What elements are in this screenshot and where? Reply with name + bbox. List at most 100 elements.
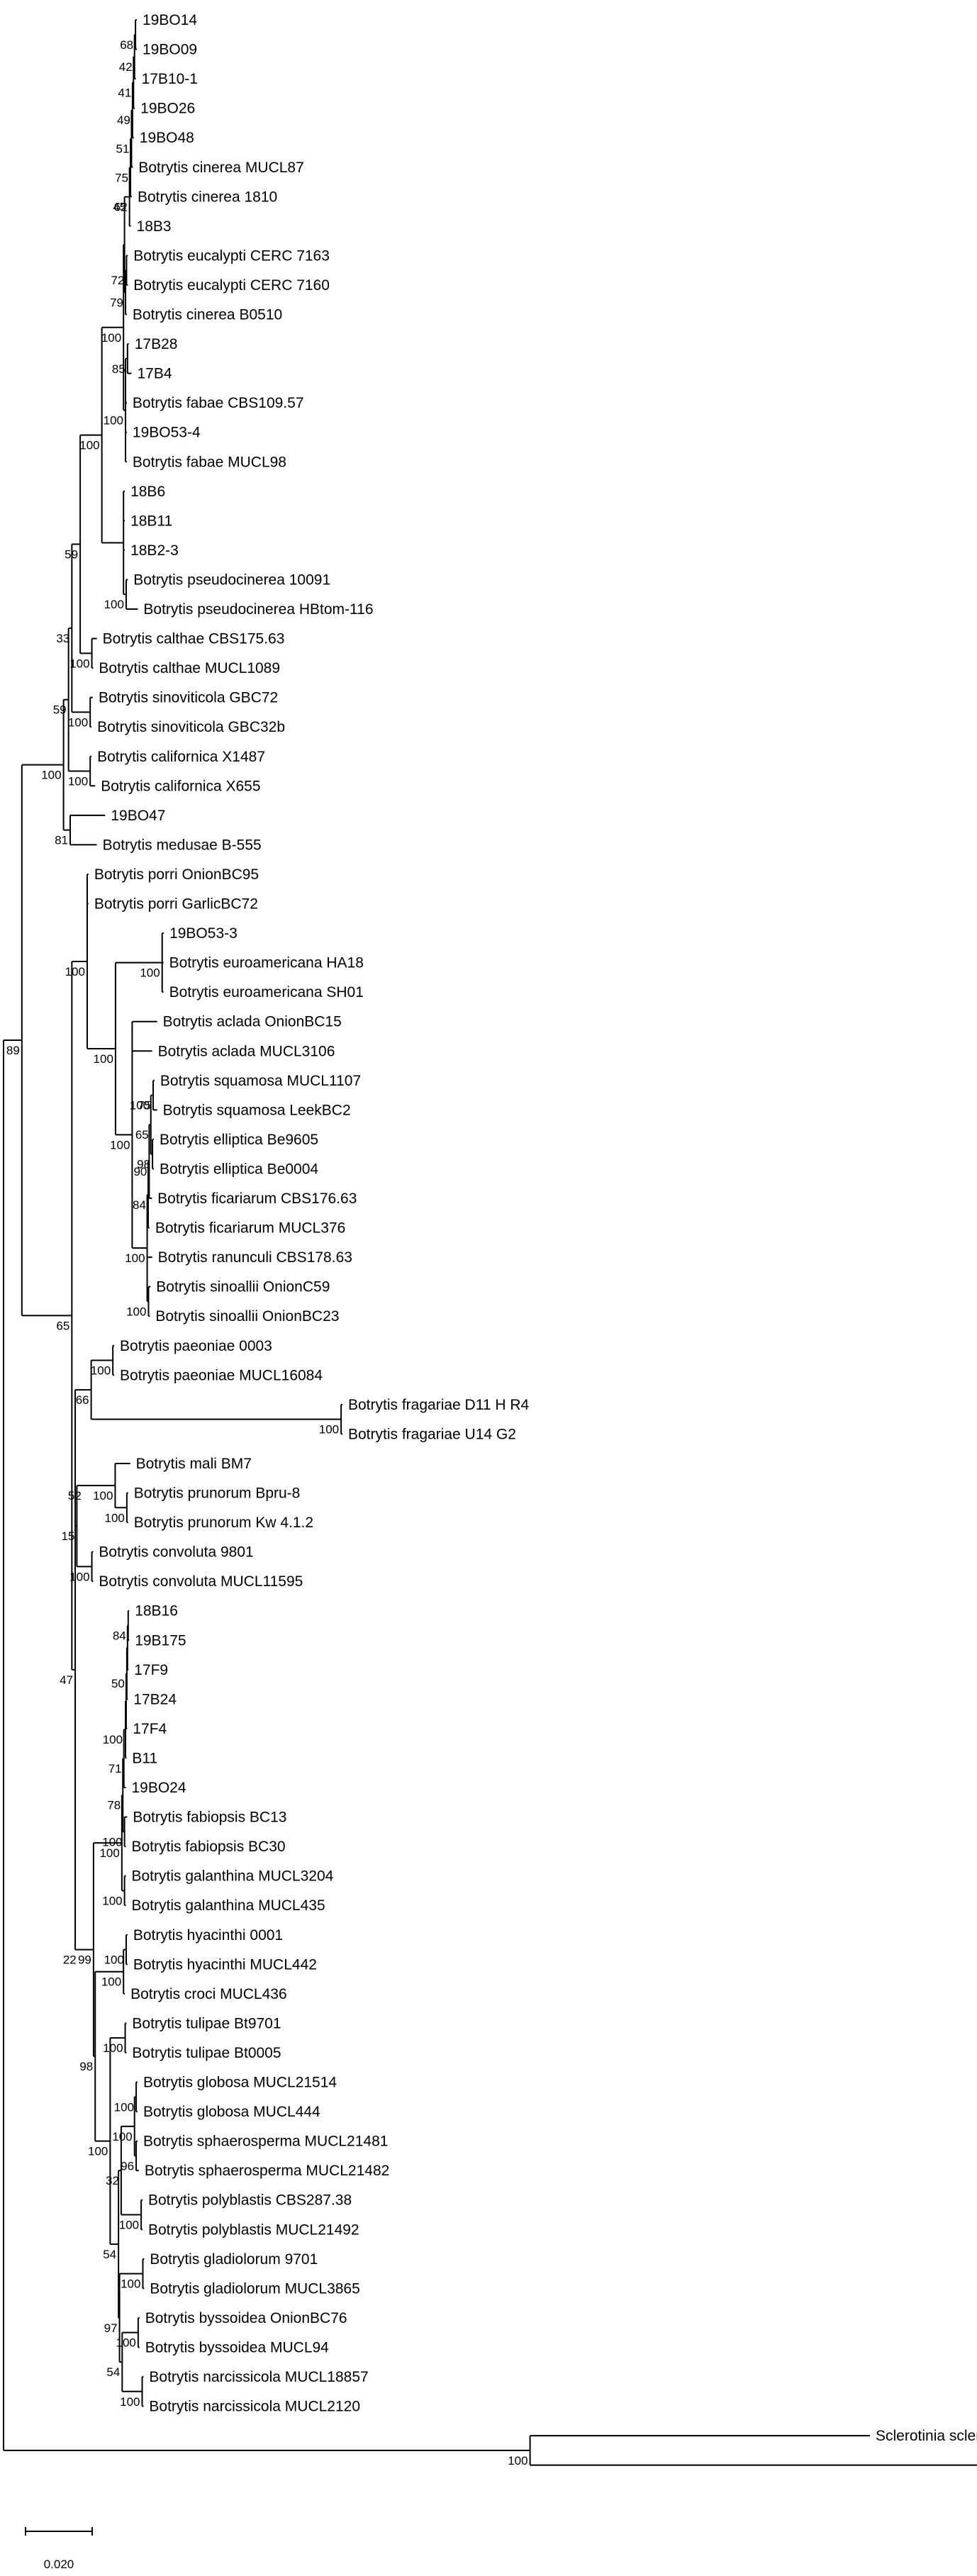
bootstrap-value: 100 — [91, 1364, 111, 1378]
bootstrap-value: 100 — [130, 1099, 150, 1113]
taxon-label: 19BO09 — [143, 42, 197, 58]
taxon-label: Botrytis aclada MUCL3106 — [158, 1043, 335, 1059]
taxon-label: Botrytis polyblastis MUCL21492 — [148, 2221, 359, 2238]
taxon-label: 17B10-1 — [142, 71, 198, 87]
taxon-label: Botrytis elliptica Be9605 — [160, 1132, 318, 1148]
bootstrap-value: 96 — [121, 2159, 134, 2173]
bootstrap-value: 75 — [138, 1099, 151, 1113]
taxon-label: Botrytis californica X1487 — [97, 749, 265, 765]
taxon-label: Botrytis eucalypti CERC 7163 — [133, 247, 330, 264]
taxon-label: 19BO26 — [140, 101, 195, 117]
taxon-label: 19BO53-3 — [169, 925, 238, 942]
bootstrap-value: 100 — [68, 775, 88, 788]
bootstrap-value: 100 — [101, 331, 121, 345]
bootstrap-value: 100 — [112, 2130, 132, 2143]
bootstrap-value: 100 — [68, 715, 88, 729]
taxon-label: Botrytis calthae CBS175.63 — [103, 631, 285, 647]
taxon-label: Botrytis polyblastis CBS287.38 — [148, 2192, 352, 2209]
bootstrap-value: 41 — [118, 86, 131, 99]
taxon-label: Botrytis paeoniae 0003 — [120, 1338, 272, 1354]
taxon-label: Botrytis gladiolorum 9701 — [150, 2251, 318, 2268]
taxon-label: Botrytis sinoviticola GBC72 — [99, 690, 278, 706]
taxon-label: Botrytis galanthina MUCL435 — [131, 1897, 325, 1914]
taxon-label: 17F4 — [133, 1721, 167, 1737]
taxon-label: Botrytis ficariarum MUCL376 — [155, 1220, 345, 1237]
taxon-label: 19BO24 — [131, 1780, 186, 1796]
taxon-label: 19BO53-4 — [133, 425, 201, 441]
bootstrap-value: 15 — [61, 1529, 74, 1543]
bootstrap-value: 100 — [101, 1975, 121, 1989]
bootstrap-value: 84 — [113, 1629, 126, 1642]
bootstrap-value: 50 — [111, 1677, 125, 1690]
taxon-label: Botrytis aclada OnionBC15 — [163, 1014, 342, 1030]
bootstrap-value: 100 — [69, 1570, 89, 1583]
bootstrap-value: 100 — [126, 1305, 146, 1318]
bootstrap-value: 100 — [88, 2145, 108, 2158]
bootstrap-value: 100 — [125, 1251, 145, 1265]
bootstrap-value: 100 — [116, 2336, 136, 2350]
taxon-label: B11 — [132, 1750, 157, 1766]
bootstrap-value: 100 — [65, 965, 85, 978]
taxon-label: Botrytis galanthina MUCL3204 — [131, 1868, 333, 1885]
taxon-label: 17B28 — [135, 336, 178, 352]
taxon-label: 19BO47 — [111, 808, 165, 824]
bootstrap-value: 100 — [119, 2218, 139, 2231]
bootstrap-value: 100 — [102, 1894, 122, 1907]
bootstrap-value: 100 — [41, 769, 61, 782]
bootstrap-value: 100 — [104, 414, 123, 428]
taxon-label: Botrytis euroamericana SH01 — [169, 984, 364, 1000]
taxon-label: Botrytis prunorum Bpru-8 — [134, 1485, 301, 1502]
taxon-label: Botrytis globosa MUCL21514 — [143, 2075, 337, 2091]
taxon-label: Botrytis fabae CBS109.57 — [133, 395, 304, 411]
bootstrap-value: 49 — [117, 113, 130, 127]
bootstrap-value: 100 — [319, 1423, 339, 1437]
bootstrap-value: 42 — [119, 60, 133, 74]
taxon-label: Botrytis cinerea MUCL87 — [138, 160, 303, 176]
taxon-label: 17B24 — [133, 1691, 177, 1707]
taxon-label: Botrytis globosa MUCL444 — [143, 2104, 320, 2120]
scale-bar: 0.020 — [25, 2527, 93, 2571]
taxon-label: Botrytis fabae MUCL98 — [133, 454, 286, 470]
bootstrap-value: 100 — [140, 966, 160, 980]
taxon-label: 19BO48 — [140, 130, 194, 146]
taxon-label: Botrytis gladiolorum MUCL3865 — [150, 2280, 359, 2297]
taxon-label: Sclerotinia sclerotiorum — [876, 2428, 977, 2444]
bootstrap-value: 72 — [111, 274, 125, 287]
bootstrap-value: 100 — [114, 2100, 134, 2114]
bootstrap-value: 100 — [79, 439, 99, 452]
taxon-label: Botrytis fragariae D11 H R4 — [348, 1397, 530, 1413]
bootstrap-value: 100 — [69, 657, 89, 670]
bootstrap-value: 68 — [120, 38, 133, 52]
scale-bar-label: 0.020 — [44, 2558, 74, 2571]
taxon-label: Botrytis squamosa LeekBC2 — [163, 1102, 351, 1118]
bootstrap-value: 98 — [137, 1158, 150, 1171]
taxon-label: Botrytis sinoallii OnionC59 — [156, 1279, 330, 1295]
taxon-label: Botrytis narcissicola MUCL18857 — [149, 2369, 368, 2385]
bootstrap-value: 100 — [93, 1489, 113, 1502]
taxon-label: Botrytis fragariae U14 G2 — [348, 1426, 516, 1442]
bootstrap-value: 100 — [121, 2277, 140, 2291]
taxon-label: 18B16 — [135, 1603, 178, 1619]
support-values: 8965471552100100815933591001004562755149… — [6, 38, 528, 2468]
taxon-label: Botrytis fabiopsis BC30 — [131, 1839, 285, 1855]
bootstrap-value: 45 — [113, 201, 126, 214]
bootstrap-value: 78 — [107, 1799, 121, 1812]
bootstrap-value: 66 — [76, 1393, 89, 1407]
taxon-label: Botrytis byssoidea MUCL94 — [145, 2339, 329, 2355]
bootstrap-value: 33 — [56, 632, 69, 645]
taxon-label: Botrytis sinoviticola GBC32b — [97, 719, 285, 735]
bootstrap-value: 100 — [102, 1835, 122, 1849]
bootstrap-value: 32 — [106, 2174, 119, 2187]
taxon-label: Botrytis porri GarlicBC72 — [94, 896, 258, 913]
taxon-label: Botrytis tulipae Bt9701 — [132, 2015, 281, 2031]
bootstrap-value: 100 — [99, 1846, 119, 1860]
taxon-label: Botrytis hyacinthi 0001 — [133, 1927, 283, 1944]
bootstrap-value: 59 — [53, 703, 67, 717]
taxon-label: Botrytis pseudocinerea 10091 — [133, 571, 330, 588]
taxon-label: Botrytis sinoallii OnionBC23 — [155, 1308, 339, 1325]
taxon-label: 17F9 — [134, 1662, 168, 1678]
taxon-label: Botrytis tulipae Bt0005 — [132, 2045, 281, 2061]
bootstrap-value: 54 — [106, 2365, 120, 2379]
bootstrap-value: 100 — [120, 2395, 140, 2409]
